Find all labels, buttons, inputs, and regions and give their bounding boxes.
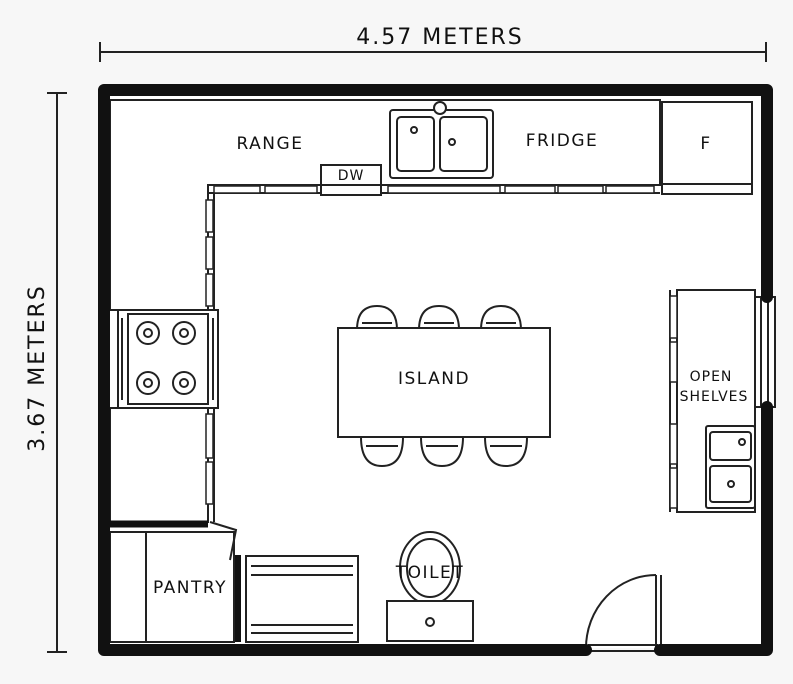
- freezer: [661, 101, 753, 195]
- sink: [389, 101, 494, 179]
- left-lower-counter: [109, 407, 215, 523]
- island: [337, 327, 551, 438]
- open-shelves-label-line1: OPEN: [690, 369, 733, 385]
- width-dimension-label: 4.57 METERS: [356, 25, 523, 50]
- storage-unit: [245, 555, 359, 643]
- prep-sink: [705, 425, 756, 509]
- toilet-label: TOILET: [395, 563, 464, 583]
- drawer-handles-top: [213, 185, 655, 194]
- fridge-label: FRIDGE: [526, 131, 599, 151]
- island-stools-bottom: [359, 436, 529, 468]
- island-label: ISLAND: [398, 369, 470, 389]
- drawer-handles-right: [669, 295, 678, 509]
- door: [585, 574, 662, 652]
- exterior-walls: [98, 84, 773, 656]
- width-dimension: [99, 42, 767, 62]
- pantry-label: PANTRY: [153, 578, 227, 598]
- dishwasher: [320, 164, 382, 196]
- freezer-label: F: [700, 134, 711, 154]
- toilet: [386, 531, 474, 642]
- pantry: [109, 521, 238, 643]
- dishwasher-label: DW: [338, 168, 365, 184]
- height-dimension: [47, 92, 67, 653]
- window: [754, 296, 776, 408]
- open-shelves-label-line2: SHELVES: [680, 389, 749, 405]
- island-stools-top: [355, 304, 523, 331]
- range-label: RANGE: [237, 134, 304, 154]
- drawer-handles-left-upper: [205, 199, 214, 307]
- cooktop: [117, 309, 219, 409]
- height-dimension-label: 3.67 METERS: [25, 284, 50, 451]
- drawer-handles-left-lower: [205, 413, 214, 505]
